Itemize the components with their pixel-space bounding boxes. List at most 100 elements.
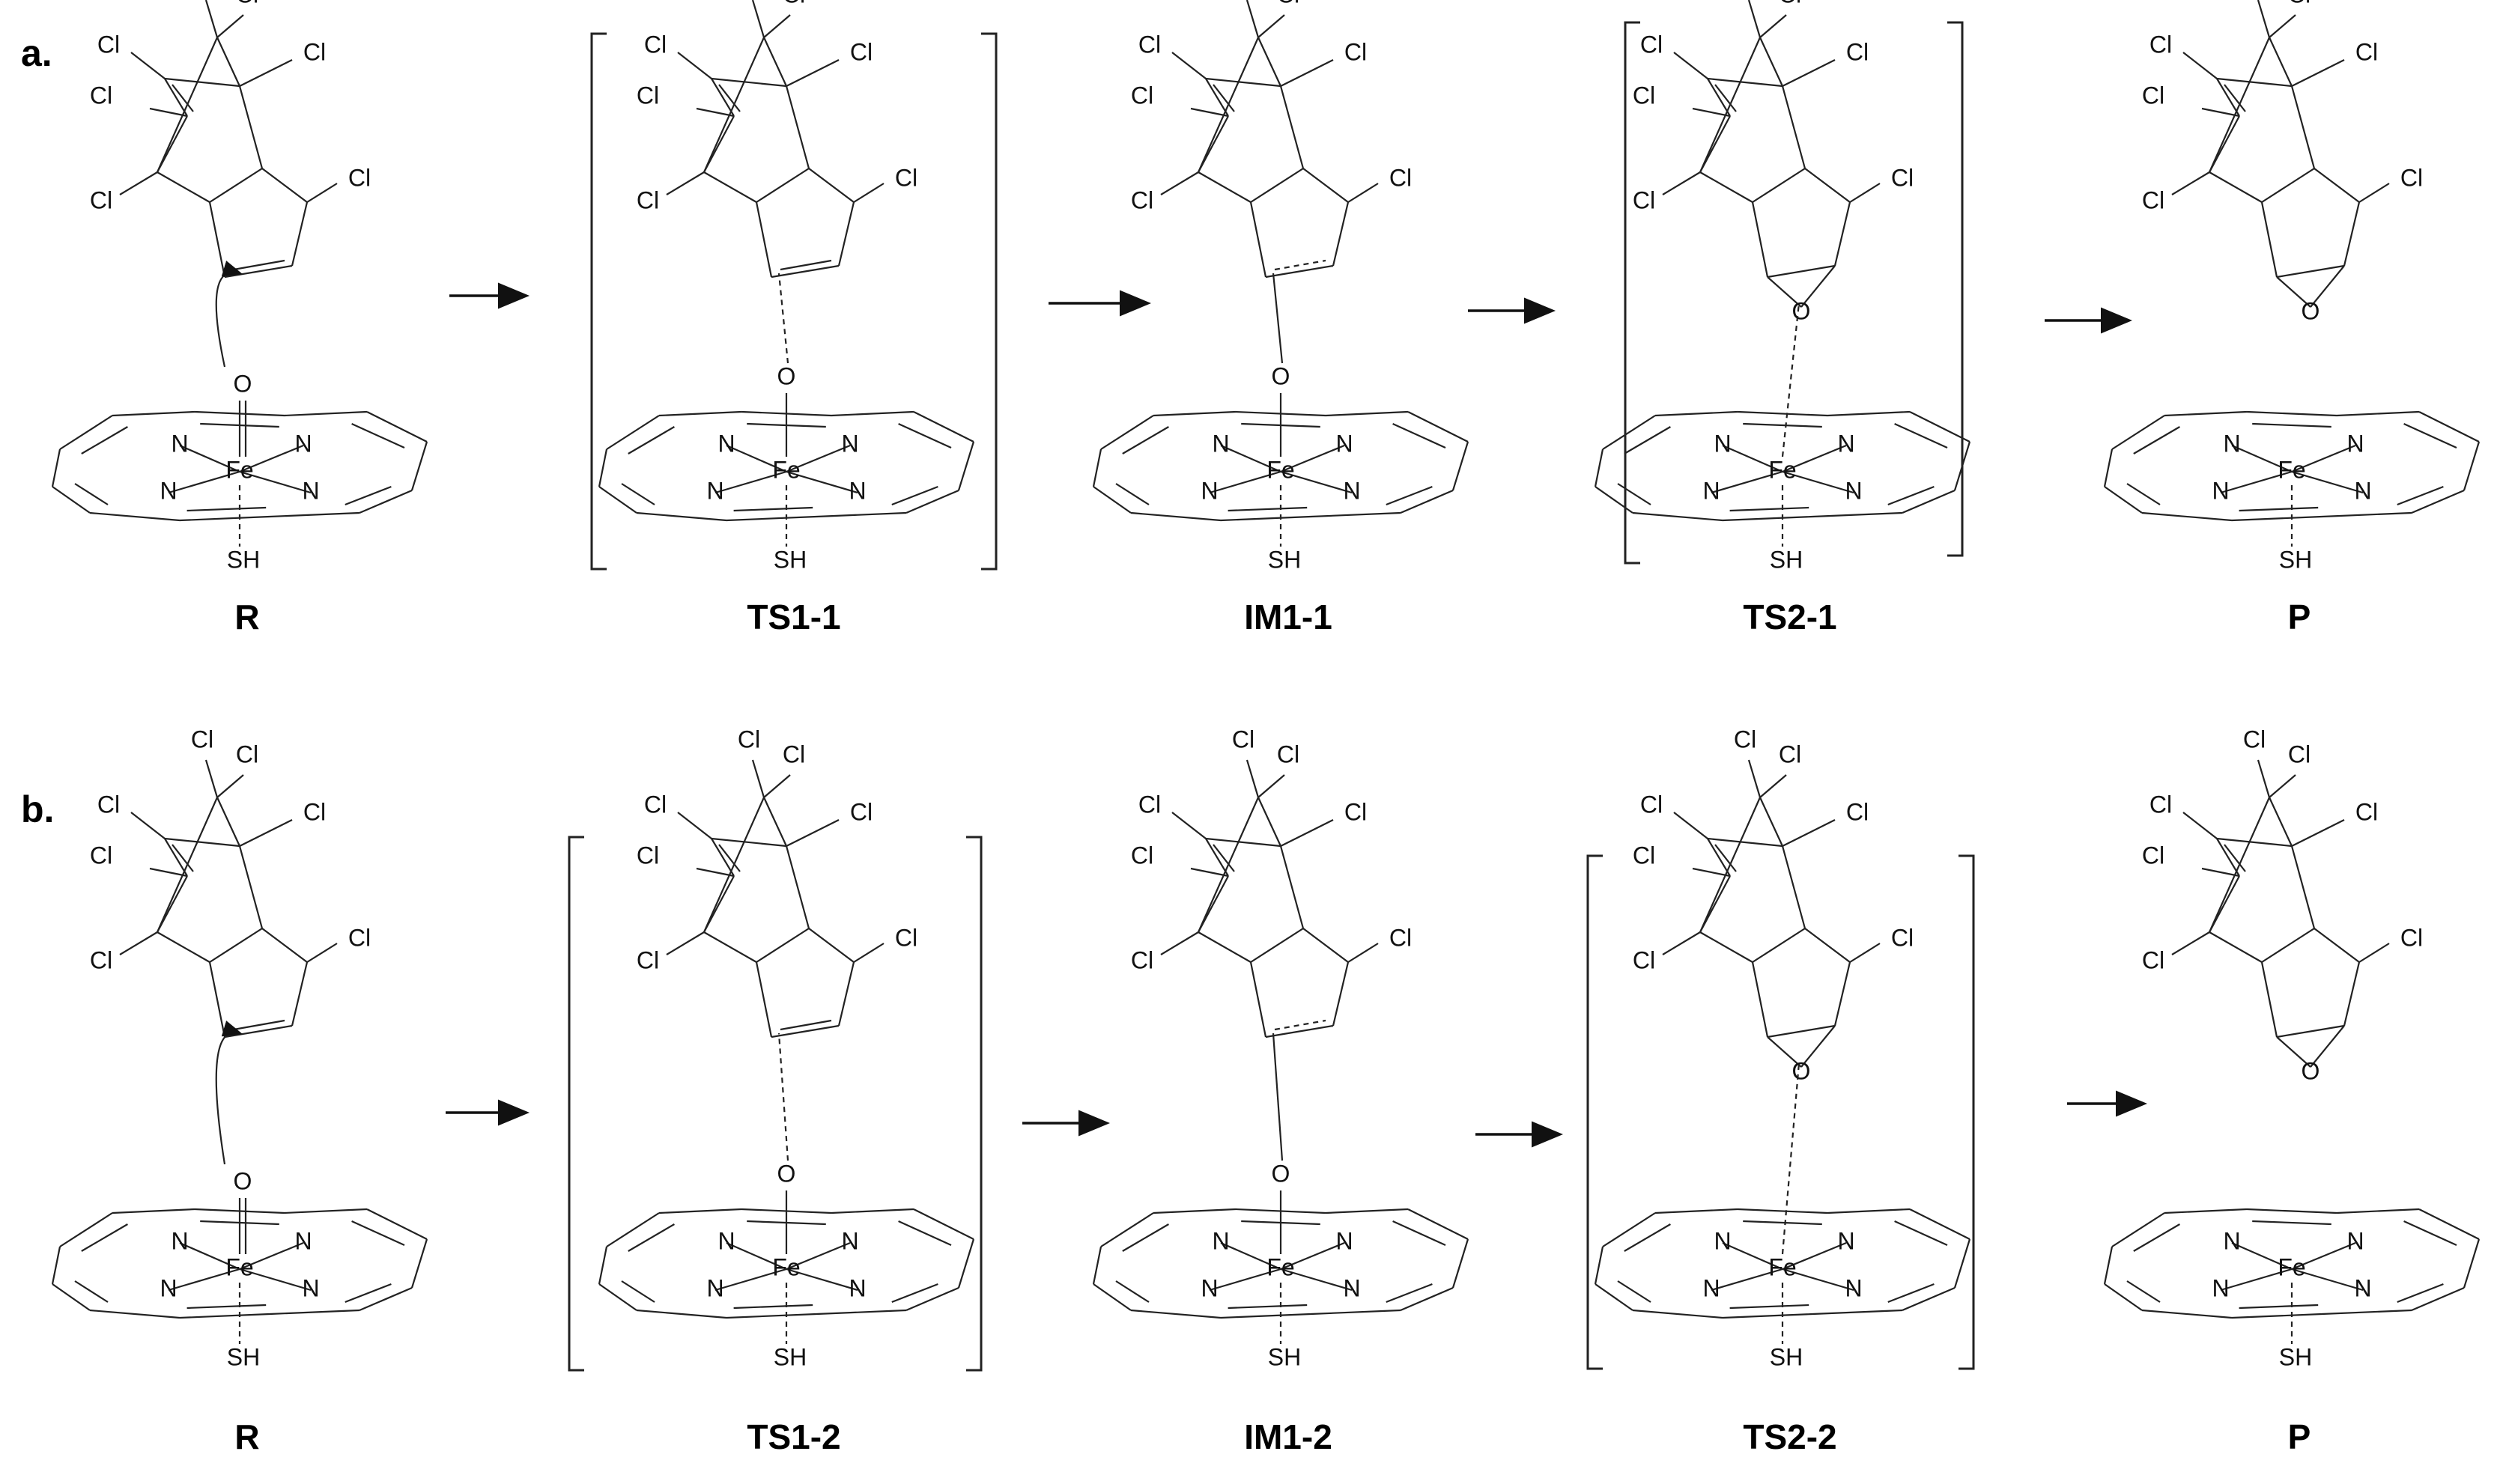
porphyrin-ring-bond	[1400, 1286, 1454, 1312]
porphyrin-ring-bond	[1093, 1283, 1132, 1311]
bond-line	[2291, 819, 2345, 847]
fe-n-bond	[2291, 1241, 2356, 1271]
porphyrin-double-bond	[733, 1304, 813, 1310]
oxo-oxygen-atom: O	[234, 370, 252, 397]
bridging-oxygen-atom: O	[777, 362, 796, 389]
chlorine-atom: Cl	[895, 164, 917, 191]
cage-bond	[2209, 171, 2263, 203]
thiol-ligand: SH	[227, 1343, 260, 1370]
cage-bond	[1707, 77, 1783, 88]
transition-state-bracket-left	[1624, 21, 1640, 565]
porphyrin-ring-bond	[2246, 410, 2337, 417]
bond-line	[853, 183, 885, 203]
ring-bond	[1302, 168, 1349, 203]
porphyrin-ring-bond	[1220, 515, 1311, 522]
bond-line	[2171, 171, 2210, 195]
bond-line	[216, 774, 244, 798]
transition-state-bracket-left	[568, 836, 584, 1372]
porphyrin-ring-bond	[2321, 511, 2412, 518]
chlorine-atom: Cl	[1891, 164, 1914, 191]
fe-n-bond	[1782, 444, 1847, 473]
fe-n-bond	[239, 1268, 312, 1292]
bridging-oxygen-atom: O	[1272, 1160, 1290, 1187]
nitrogen-atom: N	[294, 430, 312, 457]
porphyrin-double-bond	[345, 485, 392, 506]
fe-n-bond	[1722, 1241, 1783, 1271]
porphyrin-ring-bond	[1722, 515, 1813, 522]
porphyrin-ring-bond	[636, 511, 727, 522]
cage-bond	[164, 77, 240, 88]
transition-state-bracket-left	[1586, 854, 1603, 1370]
chlorine-atom: Cl	[1277, 0, 1299, 7]
nitrogen-atom: N	[1201, 1274, 1218, 1301]
bond-line	[1160, 171, 1199, 195]
porphyrin-double-bond	[1115, 483, 1150, 505]
bond-line	[2358, 183, 2390, 203]
fe-n-bond	[714, 470, 787, 494]
chlorine-atom: Cl	[1640, 31, 1663, 58]
bond-line	[1280, 819, 1334, 847]
ring-bond	[1332, 961, 1350, 1027]
ring-bond	[808, 168, 855, 203]
chlorine-atom: Cl	[1131, 946, 1153, 973]
nitrogen-atom: N	[706, 477, 723, 504]
porphyrin-ring-bond	[1632, 1309, 1723, 1319]
nitrogen-atom: N	[294, 1227, 312, 1254]
nitrogen-atom: N	[717, 1227, 735, 1254]
ring-bond	[2260, 961, 2278, 1038]
bond-line	[204, 759, 219, 798]
nitrogen-atom: N	[1845, 1274, 1862, 1301]
nitrogen-atom: N	[1201, 477, 1218, 504]
chlorine-atom: Cl	[191, 726, 213, 752]
porphyrin-ring-bond	[2231, 1313, 2322, 1319]
porphyrin-ring-bond	[2104, 486, 2143, 514]
species-label: R	[234, 1417, 259, 1456]
bond-line	[696, 867, 735, 878]
double-bond-line	[172, 844, 194, 872]
chlorine-atom: Cl	[1734, 726, 1756, 752]
nitrogen-atom: N	[1335, 430, 1353, 457]
chlorine-atom: Cl	[348, 924, 371, 951]
porphyrin-double-bond	[1887, 1283, 1935, 1304]
bond-line	[1759, 14, 1787, 38]
species-label: P	[2288, 1417, 2311, 1456]
porphyrin-ring-bond	[606, 1212, 660, 1247]
transition-state-bracket-left	[590, 32, 607, 571]
nitrogen-atom: N	[706, 1274, 723, 1301]
nitrogen-atom: N	[841, 430, 858, 457]
ring-bond	[2343, 201, 2361, 267]
porphyrin-double-bond	[1386, 485, 1433, 506]
chlorine-atom: Cl	[2149, 31, 2172, 58]
chlorine-atom: Cl	[1232, 726, 1254, 752]
epoxide-bond	[2310, 265, 2345, 308]
chlorine-atom: Cl	[783, 0, 805, 7]
bond-line	[1662, 931, 1701, 955]
porphyrin-ring-bond	[1310, 1309, 1401, 1316]
iron-atom: Fe	[1768, 456, 1796, 483]
epoxide-bond	[2276, 1036, 2311, 1068]
fe-n-bond	[239, 470, 312, 494]
ring-bond	[261, 168, 308, 203]
ring-bond	[224, 1024, 293, 1039]
bond-line	[1171, 812, 1207, 839]
chlorine-atom: Cl	[1846, 38, 1869, 65]
porphyrin-ring-bond	[913, 1208, 974, 1240]
porphyrin-ring-bond	[2463, 1238, 2481, 1289]
porphyrin-ring-bond	[957, 1238, 975, 1289]
bond-line	[2291, 59, 2345, 87]
fe-n-bond	[1280, 1268, 1353, 1292]
nitrogen-atom: N	[1335, 1227, 1353, 1254]
bridging-oxygen-atom: O	[1272, 362, 1290, 389]
porphyrin-ring-bond	[284, 1208, 368, 1214]
porphyrin-ring-bond	[1100, 1212, 1154, 1247]
nitrogen-atom: N	[171, 1227, 188, 1254]
porphyrin-double-bond	[1617, 1280, 1651, 1303]
epoxide-bond	[1767, 276, 1802, 308]
nitrogen-atom: N	[1837, 430, 1854, 457]
porphyrin-ring-bond	[1594, 1246, 1604, 1285]
fe-n-bond	[1711, 470, 1783, 494]
cage-bond	[2290, 85, 2316, 169]
